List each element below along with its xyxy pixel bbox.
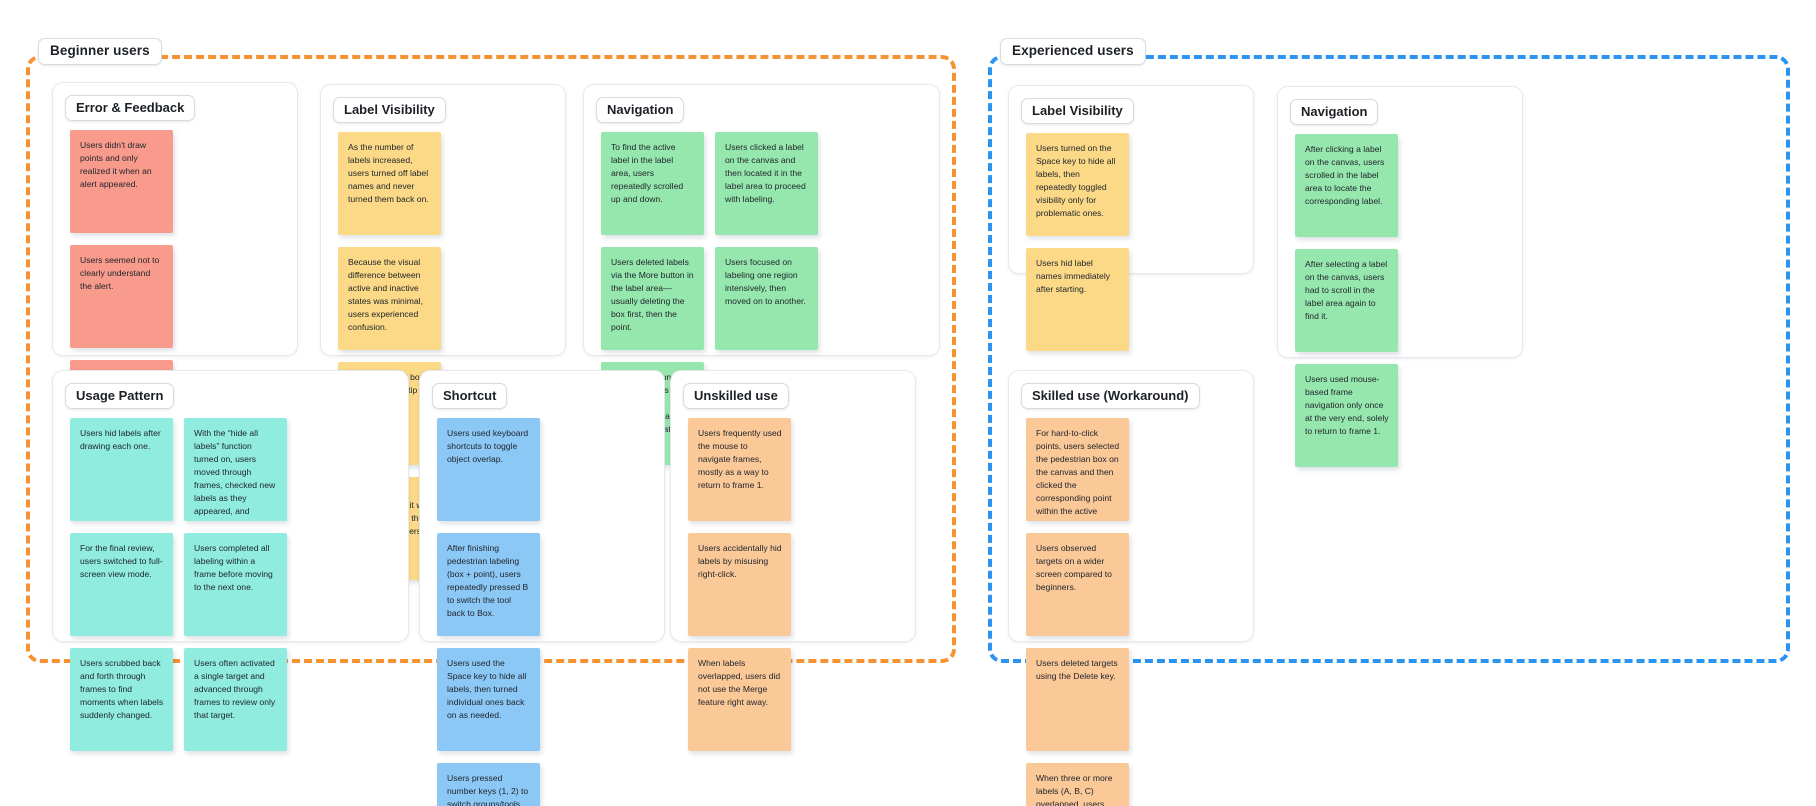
note-list-label-visibility-beginner: As the number of labels increased, users… xyxy=(338,132,548,580)
panel-label-label-visibility-experienced: Label Visibility xyxy=(1021,98,1134,124)
group-label-experienced-users: Experienced users xyxy=(1000,38,1146,65)
sticky-note[interactable]: After finishing pedestrian labeling (box… xyxy=(437,533,540,636)
sticky-note[interactable]: Users used the Space key to hide all lab… xyxy=(437,648,540,751)
note-list-skilled-use-workaround: For hard-to-click points, users selected… xyxy=(1026,418,1236,806)
sticky-note[interactable]: For the final review, users switched to … xyxy=(70,533,173,636)
sticky-note[interactable]: Users pressed number keys (1, 2) to swit… xyxy=(437,763,540,806)
note-list-navigation-experienced: After clicking a label on the canvas, us… xyxy=(1295,134,1505,467)
panel-label-visibility-experienced[interactable]: Label Visibility Users turned on the Spa… xyxy=(1008,85,1254,351)
panel-usage-pattern[interactable]: Usage Pattern Users hid labels after dra… xyxy=(52,370,409,751)
sticky-note[interactable]: When three or more labels (A, B, C) over… xyxy=(1026,763,1129,806)
sticky-note[interactable]: Users scrubbed back and forth through fr… xyxy=(70,648,173,751)
sticky-note[interactable]: Because the visual difference between ac… xyxy=(338,247,441,350)
sticky-note[interactable]: Users focused on labeling one region int… xyxy=(715,247,818,350)
panel-label-skilled-use-workaround: Skilled use (Workaround) xyxy=(1021,383,1200,409)
sticky-note[interactable]: After selecting a label on the canvas, u… xyxy=(1295,249,1398,352)
note-list-shortcut: Users used keyboard shortcuts to toggle … xyxy=(437,418,647,806)
sticky-note[interactable]: Users frequently used the mouse to navig… xyxy=(688,418,791,521)
sticky-note[interactable]: After clicking a label on the canvas, us… xyxy=(1295,134,1398,237)
sticky-note[interactable]: To find the active label in the label ar… xyxy=(601,132,704,235)
sticky-note[interactable]: Users deleted labels via the More button… xyxy=(601,247,704,350)
panel-label-error-feedback: Error & Feedback xyxy=(65,95,196,121)
panel-label-shortcut: Shortcut xyxy=(432,383,508,409)
panel-shortcut[interactable]: Shortcut Users used keyboard shortcuts t… xyxy=(419,370,665,806)
sticky-note[interactable]: With the “hide all labels” function turn… xyxy=(184,418,287,521)
panel-label-usage-pattern: Usage Pattern xyxy=(65,383,175,409)
sticky-note[interactable]: For hard-to-click points, users selected… xyxy=(1026,418,1129,521)
sticky-note[interactable]: Users hid labels after drawing each one. xyxy=(70,418,173,521)
panel-navigation-beginner[interactable]: Navigation To find the active label in t… xyxy=(583,84,940,465)
sticky-note[interactable]: Users didn't draw points and only realiz… xyxy=(70,130,173,233)
note-list-unskilled-use: Users frequently used the mouse to navig… xyxy=(688,418,898,751)
sticky-note[interactable]: Users deleted targets using the Delete k… xyxy=(1026,648,1129,751)
sticky-note[interactable]: Users used keyboard shortcuts to toggle … xyxy=(437,418,540,521)
panel-label-navigation-beginner: Navigation xyxy=(596,97,685,123)
note-list-error-feedback: Users didn't draw points and only realiz… xyxy=(70,130,280,578)
sticky-note[interactable]: Users used mouse-based frame navigation … xyxy=(1295,364,1398,467)
sticky-note[interactable]: Users hid label names immediately after … xyxy=(1026,248,1129,351)
sticky-note[interactable]: Users completed all labeling within a fr… xyxy=(184,533,287,636)
panel-label-navigation-experienced: Navigation xyxy=(1290,99,1379,125)
sticky-note[interactable]: Users often activated a single target an… xyxy=(184,648,287,751)
sticky-note[interactable]: Users seemed not to clearly understand t… xyxy=(70,245,173,348)
note-list-usage-pattern: Users hid labels after drawing each one.… xyxy=(70,418,391,751)
sticky-note[interactable]: When labels overlapped, users did not us… xyxy=(688,648,791,751)
note-list-navigation-beginner: To find the active label in the label ar… xyxy=(601,132,922,465)
panel-label-visibility-beginner[interactable]: Label Visibility As the number of labels… xyxy=(320,84,566,580)
sticky-note[interactable]: As the number of labels increased, users… xyxy=(338,132,441,235)
note-list-label-visibility-experienced: Users turned on the Space key to hide al… xyxy=(1026,133,1236,351)
panel-skilled-use-workaround[interactable]: Skilled use (Workaround) For hard-to-cli… xyxy=(1008,370,1254,806)
panel-label-label-visibility-beginner: Label Visibility xyxy=(333,97,446,123)
group-experienced-users[interactable]: Experienced users xyxy=(988,38,1790,663)
panel-error-feedback[interactable]: Error & Feedback Users didn't draw point… xyxy=(52,82,298,578)
sticky-note[interactable]: Users accidentally hid labels by misusin… xyxy=(688,533,791,636)
panel-unskilled-use[interactable]: Unskilled use Users frequently used the … xyxy=(670,370,916,751)
sticky-note[interactable]: Users observed targets on a wider screen… xyxy=(1026,533,1129,636)
panel-navigation-experienced[interactable]: Navigation After clicking a label on the… xyxy=(1277,86,1523,467)
group-label-beginner-users: Beginner users xyxy=(38,38,162,65)
panel-label-unskilled-use: Unskilled use xyxy=(683,383,789,409)
sticky-note[interactable]: Users turned on the Space key to hide al… xyxy=(1026,133,1129,236)
sticky-note[interactable]: Users clicked a label on the canvas and … xyxy=(715,132,818,235)
